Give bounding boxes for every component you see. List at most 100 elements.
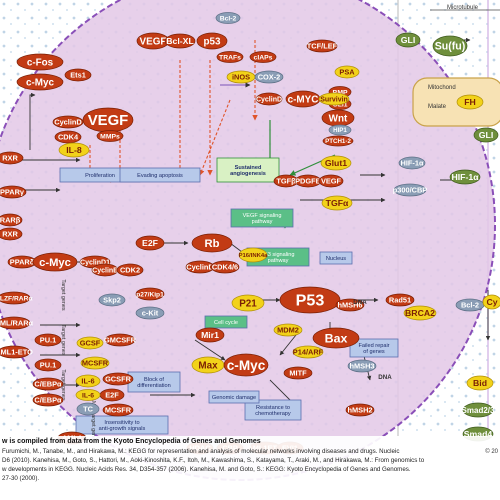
- gene-node-p21[interactable]: P21: [231, 294, 265, 312]
- gene-node-psa[interactable]: PSA: [334, 65, 360, 79]
- gene-node-aml1eto[interactable]: AML1-ETO: [0, 345, 33, 359]
- gene-node-rad51[interactable]: Rad51: [385, 293, 415, 307]
- gene-node-p53[interactable]: P53: [279, 286, 341, 314]
- process-aml1_target[interactable]: AML1 target genes: [90, 397, 96, 443]
- gene-node-bcl2b[interactable]: Bcl-2: [455, 298, 485, 312]
- gene-node-cyclind_b[interactable]: CyclinD: [255, 92, 283, 106]
- gene-node-ptch[interactable]: PTCH1-2: [322, 135, 354, 147]
- gene-node-bid[interactable]: Bid: [466, 375, 494, 391]
- gene-node-ets1[interactable]: Ets1: [64, 68, 92, 82]
- gene-node-dna1[interactable]: DNA: [353, 299, 367, 306]
- gene-node-survivin[interactable]: Survivin: [318, 92, 350, 106]
- gene-node-rarb[interactable]: RARβ: [0, 213, 23, 227]
- gene-node-rxr1[interactable]: RXR: [0, 151, 24, 165]
- gene-node-traf[interactable]: TRAFs: [216, 51, 244, 63]
- gene-node-mdm2[interactable]: MDM2: [273, 323, 303, 337]
- gene-node-ciaps[interactable]: cIAPs: [249, 51, 277, 63]
- gene-node-cdk2[interactable]: CDK2: [116, 263, 144, 277]
- gene-node-gcsf[interactable]: GCSF: [76, 336, 104, 350]
- gene-node-il6[interactable]: IL-6: [75, 374, 101, 388]
- gene-node-hmsh3[interactable]: hMSH3: [347, 359, 377, 373]
- gene-node-vegf2[interactable]: VEGF: [318, 174, 344, 188]
- gene-node-cyc_right[interactable]: Cy: [482, 294, 500, 310]
- gene-node-mitf[interactable]: MITF: [283, 366, 313, 380]
- gene-node-sufu[interactable]: Su(fu): [432, 35, 468, 57]
- gene-node-cdk4_b[interactable]: CDK4/6: [210, 260, 240, 274]
- gene-node-cyclind_a[interactable]: CyclinD: [52, 115, 84, 129]
- gene-node-hif1a[interactable]: HIF-1α: [398, 156, 426, 170]
- process-genomic_damage[interactable]: Genomic damage: [208, 390, 260, 404]
- gene-node-skp2[interactable]: Skp2: [98, 293, 126, 307]
- gene-node-hip1[interactable]: HIP1: [328, 124, 352, 136]
- gene-node-plzf[interactable]: PLZF/RARα: [0, 291, 33, 305]
- gene-node-p27[interactable]: p27/Kip1: [135, 287, 165, 301]
- gene-node-tc[interactable]: TC: [76, 402, 100, 416]
- gene-node-p16[interactable]: P16/INK4a: [239, 247, 269, 263]
- gene-node-cmyc2[interactable]: c-MYC: [285, 90, 321, 108]
- process-evading_apoptosis[interactable]: Evading apoptosis: [119, 167, 201, 183]
- gene-node-cfos[interactable]: c-Fos: [16, 53, 64, 71]
- process-mitochondrion[interactable]: Mitochond: [428, 85, 456, 91]
- gene-node-brca2[interactable]: BRCA2: [403, 305, 437, 321]
- gene-node-il6b[interactable]: IL-6: [75, 389, 101, 401]
- gene-node-mcsfr2[interactable]: MCSFR: [102, 403, 134, 417]
- gene-node-glut1[interactable]: Glut1: [320, 155, 352, 171]
- gene-node-bclxl[interactable]: Bcl-XL: [164, 33, 196, 49]
- gene-node-tcflef[interactable]: TCF/LEF: [306, 39, 338, 53]
- process-microtubule[interactable]: Microtubule: [447, 5, 479, 11]
- gene-node-dna2[interactable]: DNA: [378, 374, 392, 381]
- gene-node-bax[interactable]: Bax: [312, 327, 360, 349]
- gene-node-ppar[interactable]: PPARγ: [0, 185, 27, 199]
- gene-node-sdh[interactable]: Smad2/3: [462, 402, 495, 418]
- gene-node-cox2[interactable]: COX-2: [254, 70, 284, 84]
- gene-node-cdk4_a[interactable]: CDK4: [54, 130, 82, 144]
- gene-node-bcl2[interactable]: Bcl-2: [215, 12, 241, 24]
- gene-node-inos[interactable]: iNOS: [226, 70, 256, 84]
- gene-node-mcsfr[interactable]: MCSFR: [80, 356, 110, 370]
- process-malate[interactable]: Malate: [428, 104, 447, 110]
- gene-node-cmyc4[interactable]: c-Myc: [223, 353, 269, 377]
- gene-node-gli_top[interactable]: GLI: [395, 32, 421, 48]
- gene-node-mir1[interactable]: Mir1: [195, 327, 225, 343]
- gene-node-vegf[interactable]: VEGF: [136, 32, 170, 50]
- gene-node-rxr2[interactable]: RXR: [0, 227, 23, 241]
- gene-node-gmcsfr[interactable]: GMCSFR: [104, 333, 137, 347]
- gene-node-il8[interactable]: IL-8: [58, 142, 90, 158]
- gene-node-e2f[interactable]: E2F: [135, 235, 165, 251]
- gene-node-max[interactable]: Max: [191, 356, 225, 374]
- gene-node-cebpb[interactable]: C/EBPα: [32, 393, 64, 407]
- gene-node-pparb[interactable]: PPARδ: [7, 255, 37, 269]
- process-target_genes_2[interactable]: Target genes: [60, 324, 66, 355]
- gene-node-cmyc1[interactable]: c-Myc: [16, 73, 64, 91]
- process-target_genes_1[interactable]: Target genes: [60, 279, 66, 310]
- gene-node-p53_top[interactable]: p53: [196, 32, 228, 50]
- gene-node-rb[interactable]: Rb: [191, 233, 233, 253]
- gene-node-e2f_b[interactable]: E2F: [99, 388, 125, 402]
- gene-node-ckit[interactable]: c-Kit: [135, 306, 165, 320]
- gene-node-fh[interactable]: FH: [456, 94, 484, 110]
- gene-node-hmsh2[interactable]: hMSH2: [345, 403, 375, 417]
- gene-node-pu1a[interactable]: PU.1: [34, 333, 62, 347]
- gene-node-cebpa[interactable]: C/EBPα: [32, 377, 64, 391]
- gene-node-pdgfb[interactable]: PDGFB: [294, 174, 322, 188]
- process-cell_cycle[interactable]: Cell cycle: [204, 315, 248, 329]
- gene-node-tgfa[interactable]: TGFα: [321, 195, 353, 211]
- gene-node-pu1b[interactable]: PU.1: [34, 358, 62, 372]
- gene-node-hif1a_b[interactable]: HIF-1α: [449, 169, 481, 185]
- gene-node-pml[interactable]: PML/RARα: [0, 316, 34, 330]
- process-nucleus[interactable]: Nucleus: [319, 251, 353, 265]
- gene-node-p300[interactable]: p300/CBP: [393, 183, 428, 197]
- gene-node-p14[interactable]: P14/ARF: [292, 345, 324, 359]
- gene-node-gcsfr[interactable]: GCSFR: [102, 372, 134, 386]
- gene-node-gli_right[interactable]: GLI: [473, 127, 499, 143]
- gene-node-cycline[interactable]: CyclinE: [91, 263, 119, 277]
- gene-node-mmps[interactable]: MMPs: [96, 130, 124, 142]
- gene-node-vegf_big[interactable]: VEGF: [82, 107, 134, 133]
- gene-node-wnt[interactable]: Wnt: [321, 109, 355, 127]
